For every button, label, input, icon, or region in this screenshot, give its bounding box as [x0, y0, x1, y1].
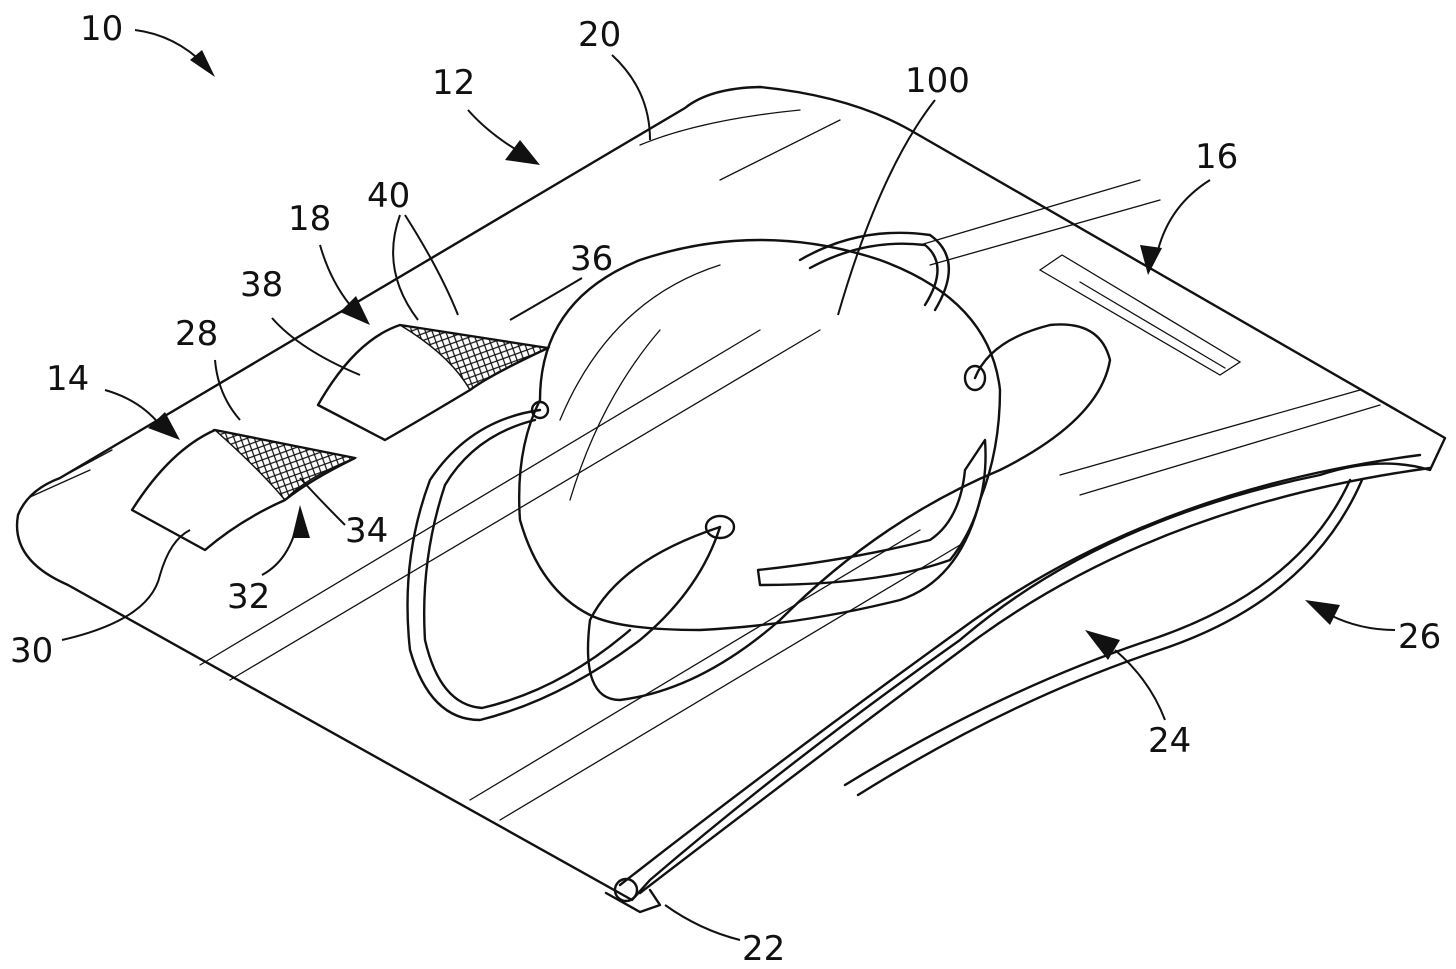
leader-100 [837, 99, 936, 316]
rib-line-4 [499, 544, 961, 821]
strap-3b [808, 242, 939, 307]
arrow-10 [190, 50, 215, 77]
bag-outline [15, 85, 1447, 902]
leader-34 [299, 477, 346, 526]
rib-line-6 [929, 199, 1161, 266]
strap-1 [406, 408, 722, 722]
ref-10: 10 [80, 9, 123, 49]
strap-eyelet-top [530, 400, 550, 420]
leader-14 [104, 389, 161, 426]
zipper-track-2 [638, 466, 1432, 895]
ref-18: 18 [288, 199, 331, 239]
zipper [604, 453, 1432, 914]
rib-line-7 [1059, 389, 1361, 476]
ref-32: 32 [227, 577, 270, 617]
wrinkle-2 [719, 119, 841, 181]
arrow-14 [148, 412, 180, 440]
ref-34: 34 [345, 511, 388, 551]
ref-12: 12 [432, 63, 475, 103]
leader-28 [214, 359, 241, 421]
leader-40b [404, 214, 459, 316]
rib-line-8 [1079, 404, 1381, 496]
bag [15, 85, 1447, 902]
ref-14: 14 [46, 359, 89, 399]
strap-3 [798, 231, 950, 312]
mesh-filter-14 [212, 428, 358, 502]
arrow-24 [1085, 630, 1120, 660]
ref-26: 26 [1398, 617, 1441, 657]
ref-28: 28 [175, 314, 218, 354]
ref-100: 100 [905, 61, 970, 101]
seal-line-2 [29, 469, 91, 498]
opening-lower-2 [856, 478, 1364, 797]
leader-26 [1329, 614, 1396, 631]
wrinkle-1 [639, 109, 801, 146]
ref-36: 36 [570, 239, 613, 279]
ref-16: 16 [1195, 137, 1238, 177]
leader-32 [261, 519, 299, 576]
strap-1b [422, 418, 632, 710]
mask-seam [559, 264, 721, 501]
leader-38 [271, 317, 361, 376]
seal-line [59, 449, 113, 479]
zipper-slider-body [604, 888, 662, 914]
rib-line-5 [919, 179, 1141, 246]
pocket-14-outline [130, 428, 357, 552]
ref-30: 30 [10, 631, 53, 671]
mask-nose-clip [756, 438, 987, 587]
strap-2 [586, 323, 1112, 702]
zipper-slider [613, 877, 639, 903]
pocket-18 [316, 323, 551, 442]
mask-body [517, 238, 1002, 632]
mesh-filter-18 [399, 324, 551, 392]
arrow-12 [505, 140, 540, 165]
arrow-32 [292, 505, 310, 538]
rib-line-1 [199, 329, 761, 666]
leader-18 [319, 244, 351, 306]
leader-40a [392, 214, 419, 321]
ref-40: 40 [367, 176, 410, 216]
mask [406, 231, 1112, 722]
leader-36 [509, 277, 583, 321]
reference-labels: 10 20 12 100 16 40 18 36 38 28 14 34 32 [10, 9, 1441, 969]
arrow-16 [1140, 245, 1162, 275]
leader-20 [611, 54, 651, 141]
arrow-18 [340, 296, 370, 325]
pocket-14 [130, 428, 358, 552]
strap-eyelet-left [704, 514, 736, 540]
ref-24: 24 [1148, 721, 1191, 761]
leader-24 [1114, 649, 1166, 721]
arrow-26 [1305, 600, 1340, 625]
leader-22 [664, 904, 741, 941]
rib-line-3 [469, 529, 921, 801]
leader-30 [61, 529, 191, 641]
ref-20: 20 [578, 15, 621, 55]
label-area [1038, 254, 1242, 376]
leader-16 [1157, 179, 1211, 251]
strap-eyelet-right [963, 364, 987, 392]
zipper-track-1 [618, 453, 1422, 887]
rib-line-2 [229, 329, 821, 681]
label-area-line [1079, 281, 1226, 369]
ref-38: 38 [240, 265, 283, 305]
opening-lower [843, 478, 1352, 787]
ref-22: 22 [742, 929, 785, 969]
